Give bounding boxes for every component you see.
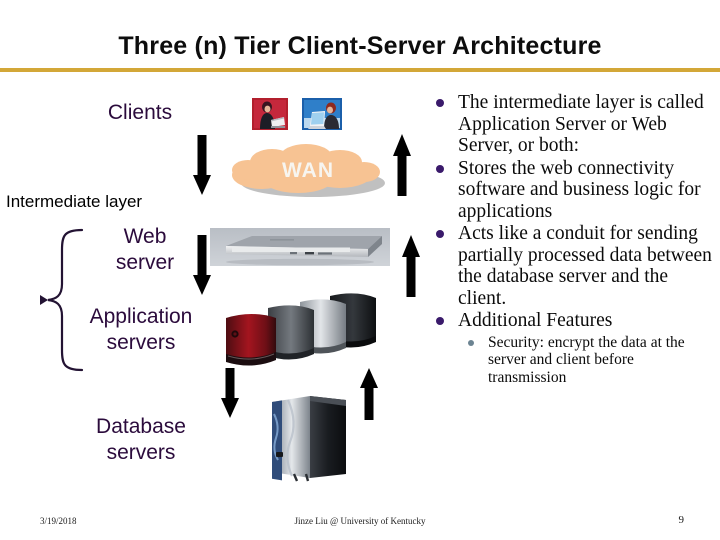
footer-date: 3/19/2018 bbox=[40, 516, 77, 526]
arrow-db-to-app bbox=[360, 368, 378, 420]
application-servers-line-2: servers bbox=[106, 331, 176, 354]
diagram-label-database-servers: Database servers bbox=[56, 414, 226, 466]
diagram-label-application-servers: Application servers bbox=[56, 304, 226, 356]
wan-cloud-label: WAN bbox=[282, 159, 334, 182]
sub-bullet-dot-icon bbox=[468, 339, 474, 346]
arrow-app-to-db bbox=[221, 368, 239, 418]
bullet-list: The intermediate layer is called Applica… bbox=[428, 92, 716, 386]
slide-footer: 3/19/2018 Jinze Liu @ University of Kent… bbox=[0, 504, 720, 540]
bullet-text: Stores the web connectivity software and… bbox=[458, 157, 701, 222]
bullet-item: The intermediate layer is called Applica… bbox=[428, 92, 716, 157]
bullet-dot-icon bbox=[436, 164, 444, 173]
diagram-label-intermediate-layer: Intermediate layer bbox=[6, 192, 143, 211]
bullet-item: Additional Features bbox=[428, 310, 716, 332]
client-person-red-icon bbox=[252, 98, 288, 130]
arrow-clients-to-wan bbox=[193, 135, 211, 195]
bullet-text: Acts like a conduit for sending partiall… bbox=[458, 223, 712, 309]
web-server-line-1: Web bbox=[123, 225, 167, 248]
arrow-wan-to-clients bbox=[393, 134, 411, 196]
application-servers-line-1: Application bbox=[89, 305, 193, 328]
database-servers-line-2: servers bbox=[106, 441, 176, 464]
bullet-item: Acts like a conduit for sending partiall… bbox=[428, 223, 716, 309]
bullet-dot-icon bbox=[436, 230, 444, 238]
diagram-label-web-server: Web server bbox=[80, 224, 210, 276]
arrow-app-to-web bbox=[402, 235, 420, 297]
footer-page-number: 9 bbox=[678, 514, 685, 526]
database-tower-servers-icon bbox=[272, 396, 346, 482]
bullet-item: Stores the web connectivity software and… bbox=[428, 158, 716, 223]
page-title: Three (n) Tier Client-Server Architectur… bbox=[118, 32, 602, 60]
wan-cloud: WAN bbox=[228, 142, 388, 204]
tower-servers-icon bbox=[226, 293, 376, 366]
footer-author: Jinze Liu @ University of Kentucky bbox=[294, 516, 426, 526]
database-servers-line-1: Database bbox=[96, 415, 186, 438]
web-server-line-2: server bbox=[115, 251, 175, 274]
title-divider bbox=[0, 68, 720, 72]
bullet-text: The intermediate layer is called Applica… bbox=[458, 92, 704, 156]
bullet-text: Additional Features bbox=[458, 310, 613, 331]
client-person-blue-icon bbox=[302, 98, 342, 130]
diagram-label-clients: Clients bbox=[107, 101, 173, 124]
rackmount-server-icon bbox=[210, 228, 390, 266]
bullet-dot-icon bbox=[436, 99, 444, 107]
bullet-dot-icon bbox=[436, 317, 444, 325]
sub-bullet-item: Security: encrypt the data at the server… bbox=[464, 334, 716, 387]
grouping-brace-icon bbox=[40, 228, 84, 372]
arrow-web-to-app bbox=[193, 235, 211, 295]
sub-bullet-text: Security: encrypt the data at the server… bbox=[488, 333, 685, 386]
